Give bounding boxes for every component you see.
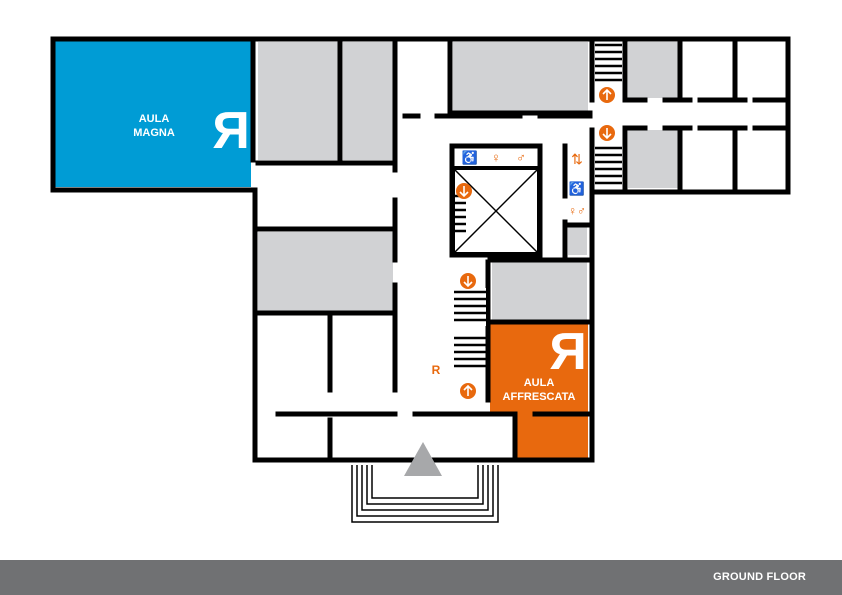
man-icon: ♂ bbox=[516, 150, 526, 165]
footer-bar: GROUND FLOOR bbox=[0, 560, 842, 595]
stairs-up-icon bbox=[460, 383, 476, 399]
wheelchair-icon: ♿ bbox=[569, 181, 585, 196]
stairs-down-icon bbox=[460, 273, 476, 289]
wheelchair-icon: ♿ bbox=[462, 150, 478, 165]
aula-affrescata-annex[interactable] bbox=[516, 416, 588, 458]
aula-magna-label-1: AULA bbox=[139, 113, 170, 125]
woman-icon: ♀ bbox=[491, 150, 501, 165]
aula-magna-logo: Я bbox=[212, 102, 249, 160]
staircases bbox=[454, 43, 622, 368]
restroom-icon: ♀♂ bbox=[568, 204, 586, 218]
stairs-down-icon bbox=[456, 183, 472, 199]
entrance-steps bbox=[351, 465, 499, 523]
marker-r: R bbox=[432, 363, 441, 377]
aula-magna-room[interactable] bbox=[55, 41, 251, 187]
aula-affrescata-logo: Я bbox=[549, 323, 586, 381]
elevator-shaft bbox=[451, 166, 541, 256]
aula-affrescata-room[interactable] bbox=[490, 324, 588, 416]
aula-affrescata-label-1: AULA bbox=[524, 377, 555, 389]
elevator-icon: ⇅ bbox=[571, 151, 583, 167]
floor-plan: ♿ ♀ ♂ ⇅ ♿ ♀♂ AULA MAGNA Я Я AULA AFFRESC… bbox=[50, 36, 791, 523]
gray-rooms bbox=[258, 42, 678, 322]
entrance-icon[interactable] bbox=[404, 442, 442, 476]
walls bbox=[50, 36, 791, 463]
aula-affrescata-label-2: AFFRESCATA bbox=[503, 391, 576, 403]
aula-magna-label-2: MAGNA bbox=[133, 127, 175, 139]
stairs-down-icon bbox=[599, 125, 615, 141]
stairs-up-icon bbox=[599, 87, 615, 103]
floor-label: GROUND FLOOR bbox=[713, 571, 806, 583]
